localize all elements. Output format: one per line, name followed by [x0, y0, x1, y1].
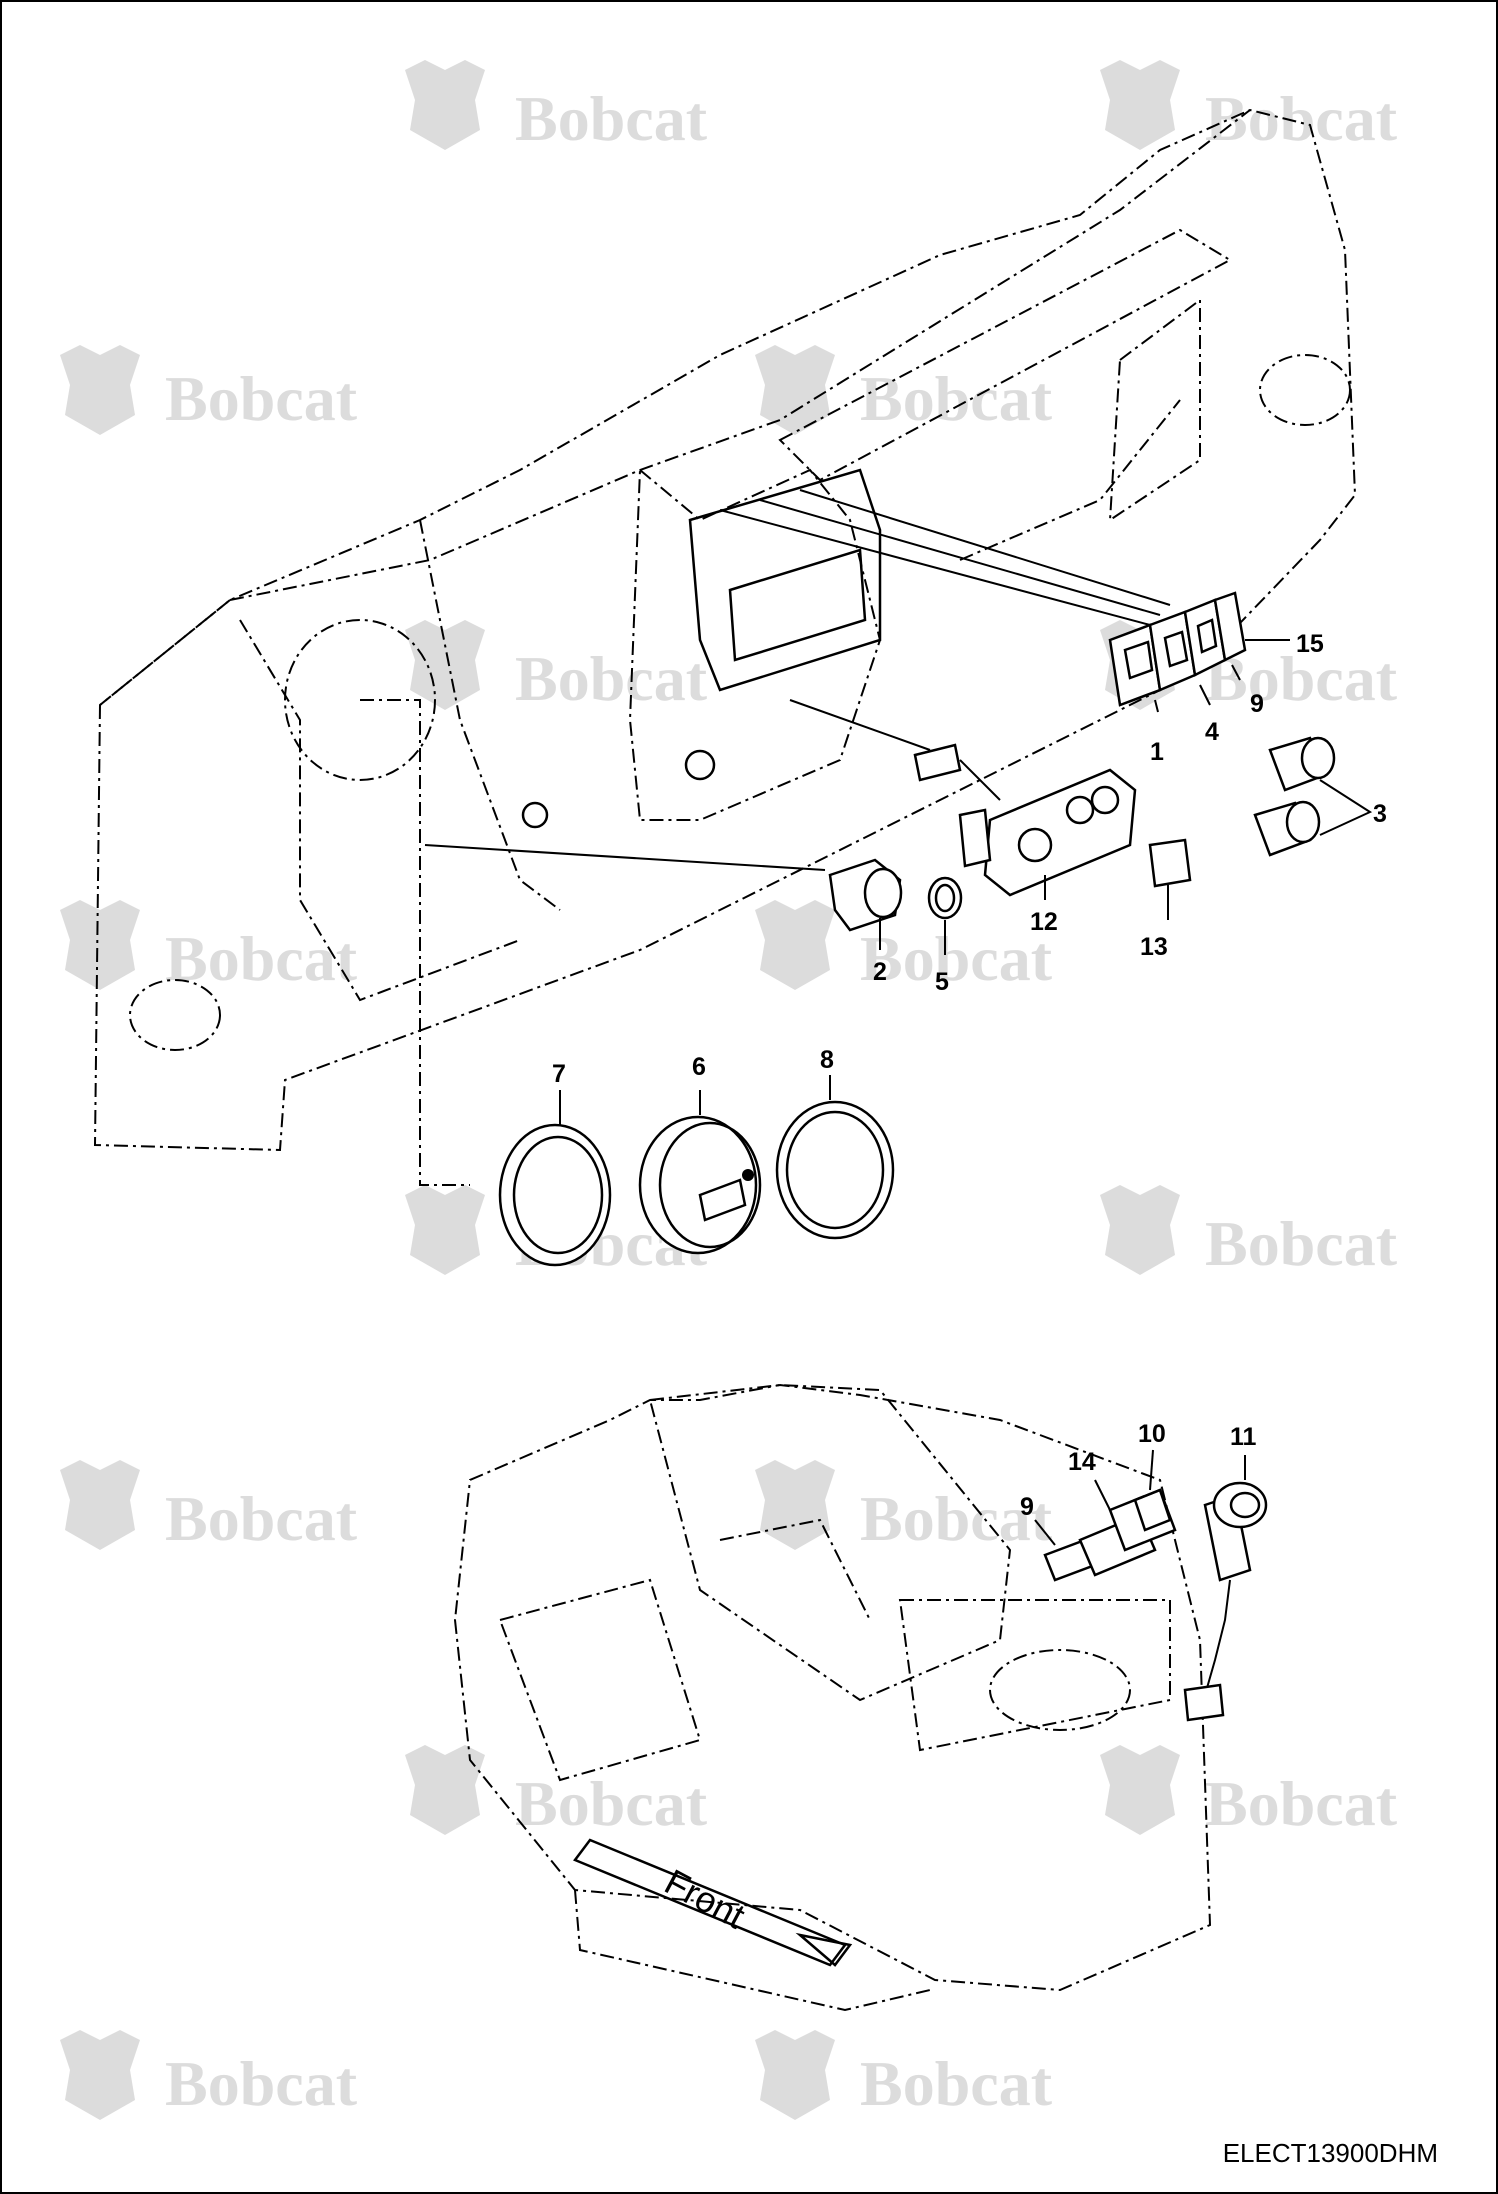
- control-panel-12: [913, 743, 1137, 897]
- callout-13: 13: [1140, 933, 1168, 961]
- callout-9-lower: 9: [1020, 1493, 1034, 1521]
- svg-text:Bobcat: Bobcat: [1205, 83, 1398, 154]
- callout-1: 1: [1150, 738, 1164, 766]
- watermark-16: Bobcat: [755, 2030, 1053, 2120]
- callout-5: 5: [935, 968, 949, 996]
- callout-12: 12: [1030, 908, 1058, 936]
- watermark-1: Bobcat: [405, 60, 708, 154]
- socket-11: [1183, 1481, 1268, 1722]
- svg-text:Bobcat: Bobcat: [860, 363, 1053, 434]
- callout-leaders: [559, 639, 1373, 1546]
- switch-13: [1148, 838, 1192, 888]
- watermark-4: Bobcat: [755, 345, 1053, 435]
- callout-4: 4: [1205, 718, 1219, 746]
- callout-14: 14: [1068, 1448, 1096, 1476]
- watermark-7: Bobcat: [60, 900, 358, 994]
- callout-11: 11: [1230, 1423, 1257, 1451]
- watermark-group: Bobcat Bobcat Bobcat Bobcat Bobcat Bobca…: [60, 60, 1398, 2120]
- svg-text:Bobcat: Bobcat: [860, 2048, 1053, 2119]
- dashboard-assembly: [93, 108, 1357, 1186]
- svg-text:Bobcat: Bobcat: [515, 1768, 708, 1839]
- callout-10: 10: [1138, 1420, 1166, 1448]
- svg-text:Bobcat: Bobcat: [1205, 1208, 1398, 1279]
- callout-8: 8: [820, 1046, 834, 1074]
- watermark-15: Bobcat: [60, 2030, 358, 2120]
- watermark-5: Bobcat: [405, 620, 708, 714]
- front-label: Front: [658, 1861, 751, 1937]
- callout-6: 6: [692, 1053, 706, 1081]
- watermark-14: Bobcat: [1100, 1745, 1398, 1839]
- svg-text:Bobcat: Bobcat: [165, 363, 358, 434]
- svg-text:Bobcat: Bobcat: [860, 923, 1053, 994]
- drawing-code: ELECT13900DHM: [1222, 2138, 1438, 2168]
- power-sockets-3: [1253, 736, 1336, 857]
- svg-text:Bobcat: Bobcat: [860, 1483, 1053, 1554]
- watermark-12: Bobcat: [755, 1460, 1053, 1554]
- callout-3: 3: [1373, 800, 1387, 828]
- watermark-10: Bobcat: [1100, 1185, 1398, 1279]
- floor-console: Front: [453, 1383, 1212, 2012]
- svg-text:Bobcat: Bobcat: [515, 83, 708, 154]
- svg-text:Bobcat: Bobcat: [165, 923, 358, 994]
- svg-text:Bobcat: Bobcat: [165, 1483, 358, 1554]
- svg-text:Bobcat: Bobcat: [1205, 1768, 1398, 1839]
- callout-9-upper: 9: [1250, 690, 1264, 718]
- watermark-11: Bobcat: [60, 1460, 358, 1554]
- watermark-8: Bobcat: [755, 900, 1053, 994]
- gauge-rings: [498, 1100, 895, 1267]
- callout-15: 15: [1296, 630, 1324, 658]
- watermark-13: Bobcat: [405, 1745, 708, 1839]
- watermark-2: Bobcat: [1100, 60, 1398, 154]
- switch-bank: [1108, 591, 1247, 707]
- part-2-5: [828, 858, 963, 932]
- callout-7: 7: [552, 1060, 566, 1088]
- svg-text:Bobcat: Bobcat: [165, 2048, 358, 2119]
- lower-switches: [1043, 1488, 1177, 1582]
- watermark-3: Bobcat: [60, 345, 358, 435]
- callout-2: 2: [873, 958, 887, 986]
- svg-text:Bobcat: Bobcat: [515, 643, 708, 714]
- callout-labels: 15 9 4 1 3 12 13 2 5 7 6 8 9 14 10 11: [552, 630, 1387, 1521]
